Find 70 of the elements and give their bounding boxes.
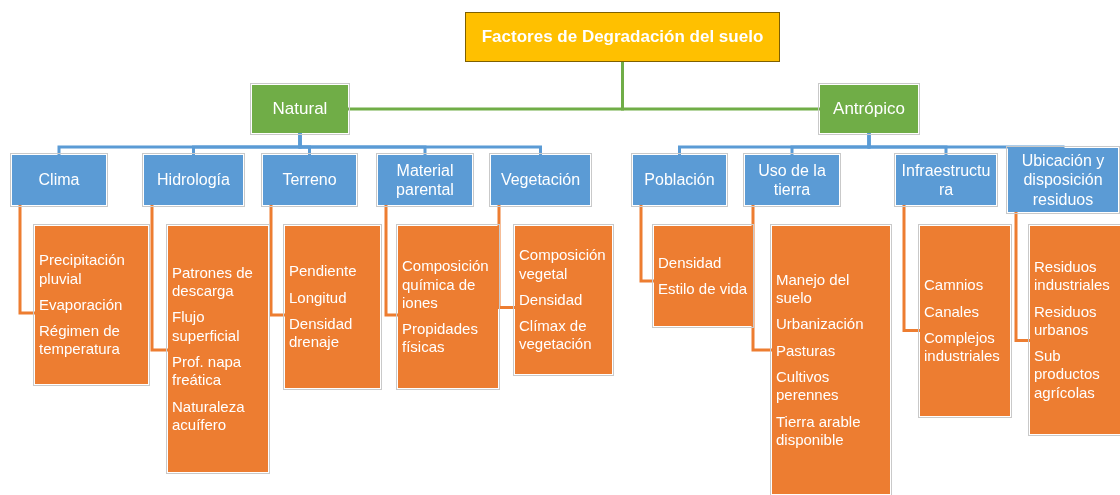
- title-box: [465, 12, 780, 62]
- factor-item: Patrones de descarga: [172, 263, 254, 301]
- subcategory-label: Infraestructura: [900, 160, 992, 200]
- connector-line: [867, 133, 1065, 150]
- connector-line: [497, 205, 515, 309]
- factor-item: Densidad drenaje: [289, 315, 354, 352]
- factor-item: Densidad: [658, 253, 722, 272]
- title-text: Factores de Degradación del suelo: [481, 27, 764, 47]
- factor-item: Prof. napa freática: [172, 353, 243, 390]
- subcategory-box: [491, 155, 590, 205]
- factor-item: Flujo superficial: [172, 308, 241, 345]
- connector-line: [639, 205, 654, 283]
- subcategory-label: Uso de la tierra: [757, 160, 827, 200]
- factor-item: Evaporación: [39, 295, 123, 315]
- subcategory-label: Material parental: [395, 160, 455, 200]
- category-box: [252, 85, 348, 133]
- factor-item: Camnios: [924, 276, 984, 295]
- factor-item: Sub productos agrícolas: [1034, 347, 1101, 403]
- category-box: [820, 85, 918, 133]
- factor-item: Estilo de vida: [658, 280, 748, 299]
- factor-item: Longitud: [289, 288, 347, 307]
- subcategory-box: [633, 155, 726, 205]
- factor-item: Pendiente: [289, 262, 357, 281]
- subcategory-box: [378, 155, 472, 205]
- factor-list-box: [35, 226, 148, 384]
- factor-list-box: [1030, 226, 1120, 434]
- subcategory-label: Clima: [38, 170, 80, 190]
- factor-item: Propidades físicas: [402, 320, 479, 357]
- subcategory-label: Hidrología: [157, 170, 230, 190]
- factor-list-box: [285, 226, 380, 388]
- factor-item: Urbanización: [776, 315, 864, 334]
- factor-item: Complejos industriales: [924, 329, 1001, 366]
- subcategory-box: [12, 155, 106, 205]
- subcategory-label: Vegetación: [500, 170, 581, 190]
- subcategory-box: [1008, 148, 1118, 212]
- subcategory-label: Ubicación y disposición residuos: [1020, 151, 1106, 209]
- connector-line: [384, 205, 398, 317]
- factor-list-box: [168, 226, 268, 472]
- factor-item: Composición vegetal: [519, 246, 607, 283]
- factor-item: Pasturas: [776, 341, 836, 360]
- subcategory-box: [263, 155, 356, 205]
- connector-line: [150, 205, 168, 352]
- connector-line: [269, 205, 285, 317]
- category-label: Antrópico: [833, 99, 905, 119]
- subcategory-label: Población: [644, 170, 715, 190]
- factor-item: Composición química de iones: [402, 257, 490, 313]
- connector-line: [902, 205, 920, 332]
- factor-list-box: [398, 226, 498, 388]
- connector-line: [751, 205, 772, 352]
- factor-list-box: [654, 226, 752, 326]
- factor-item: Residuos industriales: [1034, 257, 1111, 295]
- factor-item: Densidad: [519, 290, 583, 310]
- factor-item: Régimen de temperatura: [39, 322, 121, 359]
- subcategory-label: Terreno: [282, 170, 337, 190]
- category-label: Natural: [272, 99, 328, 119]
- connector-line: [18, 205, 35, 315]
- factor-item: Tierra arable disponible: [776, 412, 862, 450]
- subcategory-box: [144, 155, 243, 205]
- factor-item: Cultivos perennes: [776, 368, 840, 405]
- factor-item: Residuos urbanos: [1034, 302, 1098, 340]
- factor-list-box: [515, 226, 612, 374]
- subcategory-box: [745, 155, 839, 205]
- factor-list-box: [920, 226, 1010, 416]
- factor-item: Clímax de vegetación: [519, 317, 593, 354]
- factor-list-box: [772, 226, 890, 494]
- factor-item: Canales: [924, 302, 980, 321]
- factor-item: Precipitación pluvial: [39, 251, 126, 288]
- factor-item: Manejo del suelo: [776, 270, 851, 308]
- factor-item: Naturaleza acuífero: [172, 397, 246, 435]
- connector-line: [1014, 212, 1030, 342]
